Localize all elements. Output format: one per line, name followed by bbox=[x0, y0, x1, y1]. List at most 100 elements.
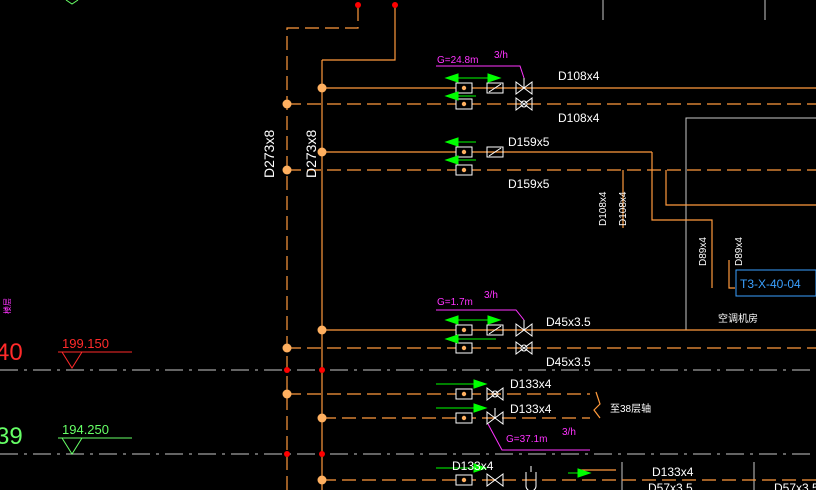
label-flow-3-unit: 3/h bbox=[562, 427, 576, 438]
leader-flow-2 bbox=[436, 309, 525, 321]
junctions bbox=[282, 83, 327, 485]
label-pipe-4a: D133x4 bbox=[510, 377, 552, 391]
arrow-right-icon bbox=[568, 468, 592, 478]
arrow-right-icon bbox=[436, 403, 488, 413]
branch-2-tail bbox=[728, 260, 735, 289]
arrow-left-icon bbox=[444, 315, 474, 325]
valve-icon bbox=[515, 320, 533, 337]
elev-triangle-1 bbox=[61, 351, 83, 369]
red-dot bbox=[355, 2, 361, 8]
valves bbox=[486, 78, 537, 490]
junction-dot bbox=[317, 147, 327, 157]
riser-top-connect bbox=[322, 5, 396, 61]
valve-icon bbox=[515, 78, 533, 95]
thermometer-icon bbox=[525, 466, 537, 490]
label-floor-39: 39 bbox=[0, 423, 23, 450]
label-pipe-1b: D108x4 bbox=[558, 111, 600, 125]
junction-dot bbox=[282, 165, 292, 175]
label-main-return: D273x8 bbox=[261, 130, 277, 178]
branch-2-ret-run bbox=[665, 170, 816, 206]
junction-dot bbox=[317, 413, 327, 423]
label-flow-1-unit: 3/h bbox=[494, 50, 508, 61]
strainer-icon bbox=[486, 82, 504, 94]
pipes bbox=[286, 5, 816, 490]
meter-icon bbox=[455, 412, 473, 424]
label-flow-2: G=1.7m bbox=[437, 297, 473, 308]
label-vert-b: D108x4 bbox=[618, 191, 629, 226]
meter-icon bbox=[455, 146, 473, 158]
label-flow-3: G=37.1m bbox=[506, 434, 547, 445]
label-flow-1: G=24.8m bbox=[437, 55, 478, 66]
arrow-right-icon bbox=[474, 315, 502, 325]
arrow-right-icon bbox=[436, 463, 488, 473]
meter-icon bbox=[455, 324, 473, 336]
branch-4-break bbox=[593, 391, 601, 419]
strainer-icon bbox=[486, 146, 504, 158]
junction-dot bbox=[317, 83, 327, 93]
meter-icon bbox=[455, 164, 473, 176]
label-vert-c: D89x4 bbox=[698, 237, 709, 266]
leaders bbox=[436, 65, 590, 451]
red-markers bbox=[284, 2, 398, 457]
junction-dot bbox=[282, 99, 292, 109]
arrow-right-icon bbox=[436, 379, 488, 389]
label-left-tag: 楼层 bbox=[2, 298, 12, 314]
arrow-left-icon bbox=[444, 137, 476, 147]
valve-icon bbox=[486, 387, 504, 401]
meter-icon bbox=[455, 474, 473, 486]
label-pipe-5c: D57x3.5 bbox=[648, 481, 693, 490]
arrow-left-icon bbox=[444, 155, 476, 165]
equipment-tag-box[interactable] bbox=[735, 269, 816, 297]
junction-dot bbox=[317, 475, 327, 485]
top-marker bbox=[65, 0, 79, 5]
label-pipe-5b: D133x4 bbox=[652, 465, 694, 479]
red-dot bbox=[284, 367, 290, 373]
meter-icon bbox=[455, 82, 473, 94]
red-dot bbox=[319, 451, 325, 457]
label-elev-1: 199.150 bbox=[62, 336, 109, 351]
label-floor-40: 40 bbox=[0, 339, 23, 366]
label-pipe-1a: D108x4 bbox=[558, 69, 600, 83]
label-pipe-2b: D159x5 bbox=[508, 177, 550, 191]
arrow-left-icon bbox=[444, 91, 476, 101]
label-flow-2-unit: 3/h bbox=[484, 290, 498, 301]
meter-icon bbox=[455, 342, 473, 354]
strainer-icon bbox=[486, 324, 504, 336]
meter-icon bbox=[455, 388, 473, 400]
junction-dot bbox=[317, 325, 327, 335]
red-dot bbox=[284, 451, 290, 457]
meters bbox=[455, 82, 473, 486]
label-pipe-4b: D133x4 bbox=[510, 402, 552, 416]
riser-return bbox=[286, 5, 359, 490]
arrow-left-icon bbox=[444, 334, 496, 344]
label-main-supply: D273x8 bbox=[303, 130, 319, 178]
leader-flow-3 bbox=[487, 423, 590, 451]
label-axis-tag: 至38层轴 bbox=[610, 402, 651, 415]
label-room: 空调机房 bbox=[718, 312, 758, 325]
label-pipe-2a: D159x5 bbox=[508, 135, 550, 149]
valve-icon bbox=[486, 408, 504, 425]
leader-flow-1 bbox=[436, 65, 525, 79]
label-equipment-tag[interactable]: T3-X-40-04 bbox=[740, 277, 801, 291]
valve-icon bbox=[486, 473, 504, 487]
valve-icon bbox=[515, 341, 533, 355]
label-vert-d: D89x4 bbox=[734, 237, 745, 266]
junction-dot bbox=[282, 343, 292, 353]
branch-2-down bbox=[651, 152, 713, 260]
arrow-left-icon bbox=[444, 73, 474, 83]
meter-icon bbox=[455, 98, 473, 110]
label-pipe-5d: D57x3.5 bbox=[774, 481, 816, 490]
label-elev-2: 194.250 bbox=[62, 422, 109, 437]
label-pipe-3a: D45x3.5 bbox=[546, 315, 591, 329]
label-pipe-3b: D45x3.5 bbox=[546, 355, 591, 369]
red-dot bbox=[392, 2, 398, 8]
label-pipe-5a: D133x4 bbox=[452, 459, 494, 473]
elevation-markers bbox=[58, 0, 132, 455]
valve-icon bbox=[515, 97, 533, 111]
red-dot bbox=[319, 367, 325, 373]
junction-dot bbox=[282, 389, 292, 399]
elev-triangle-2 bbox=[61, 437, 83, 455]
label-vert-a: D108x4 bbox=[598, 191, 609, 226]
